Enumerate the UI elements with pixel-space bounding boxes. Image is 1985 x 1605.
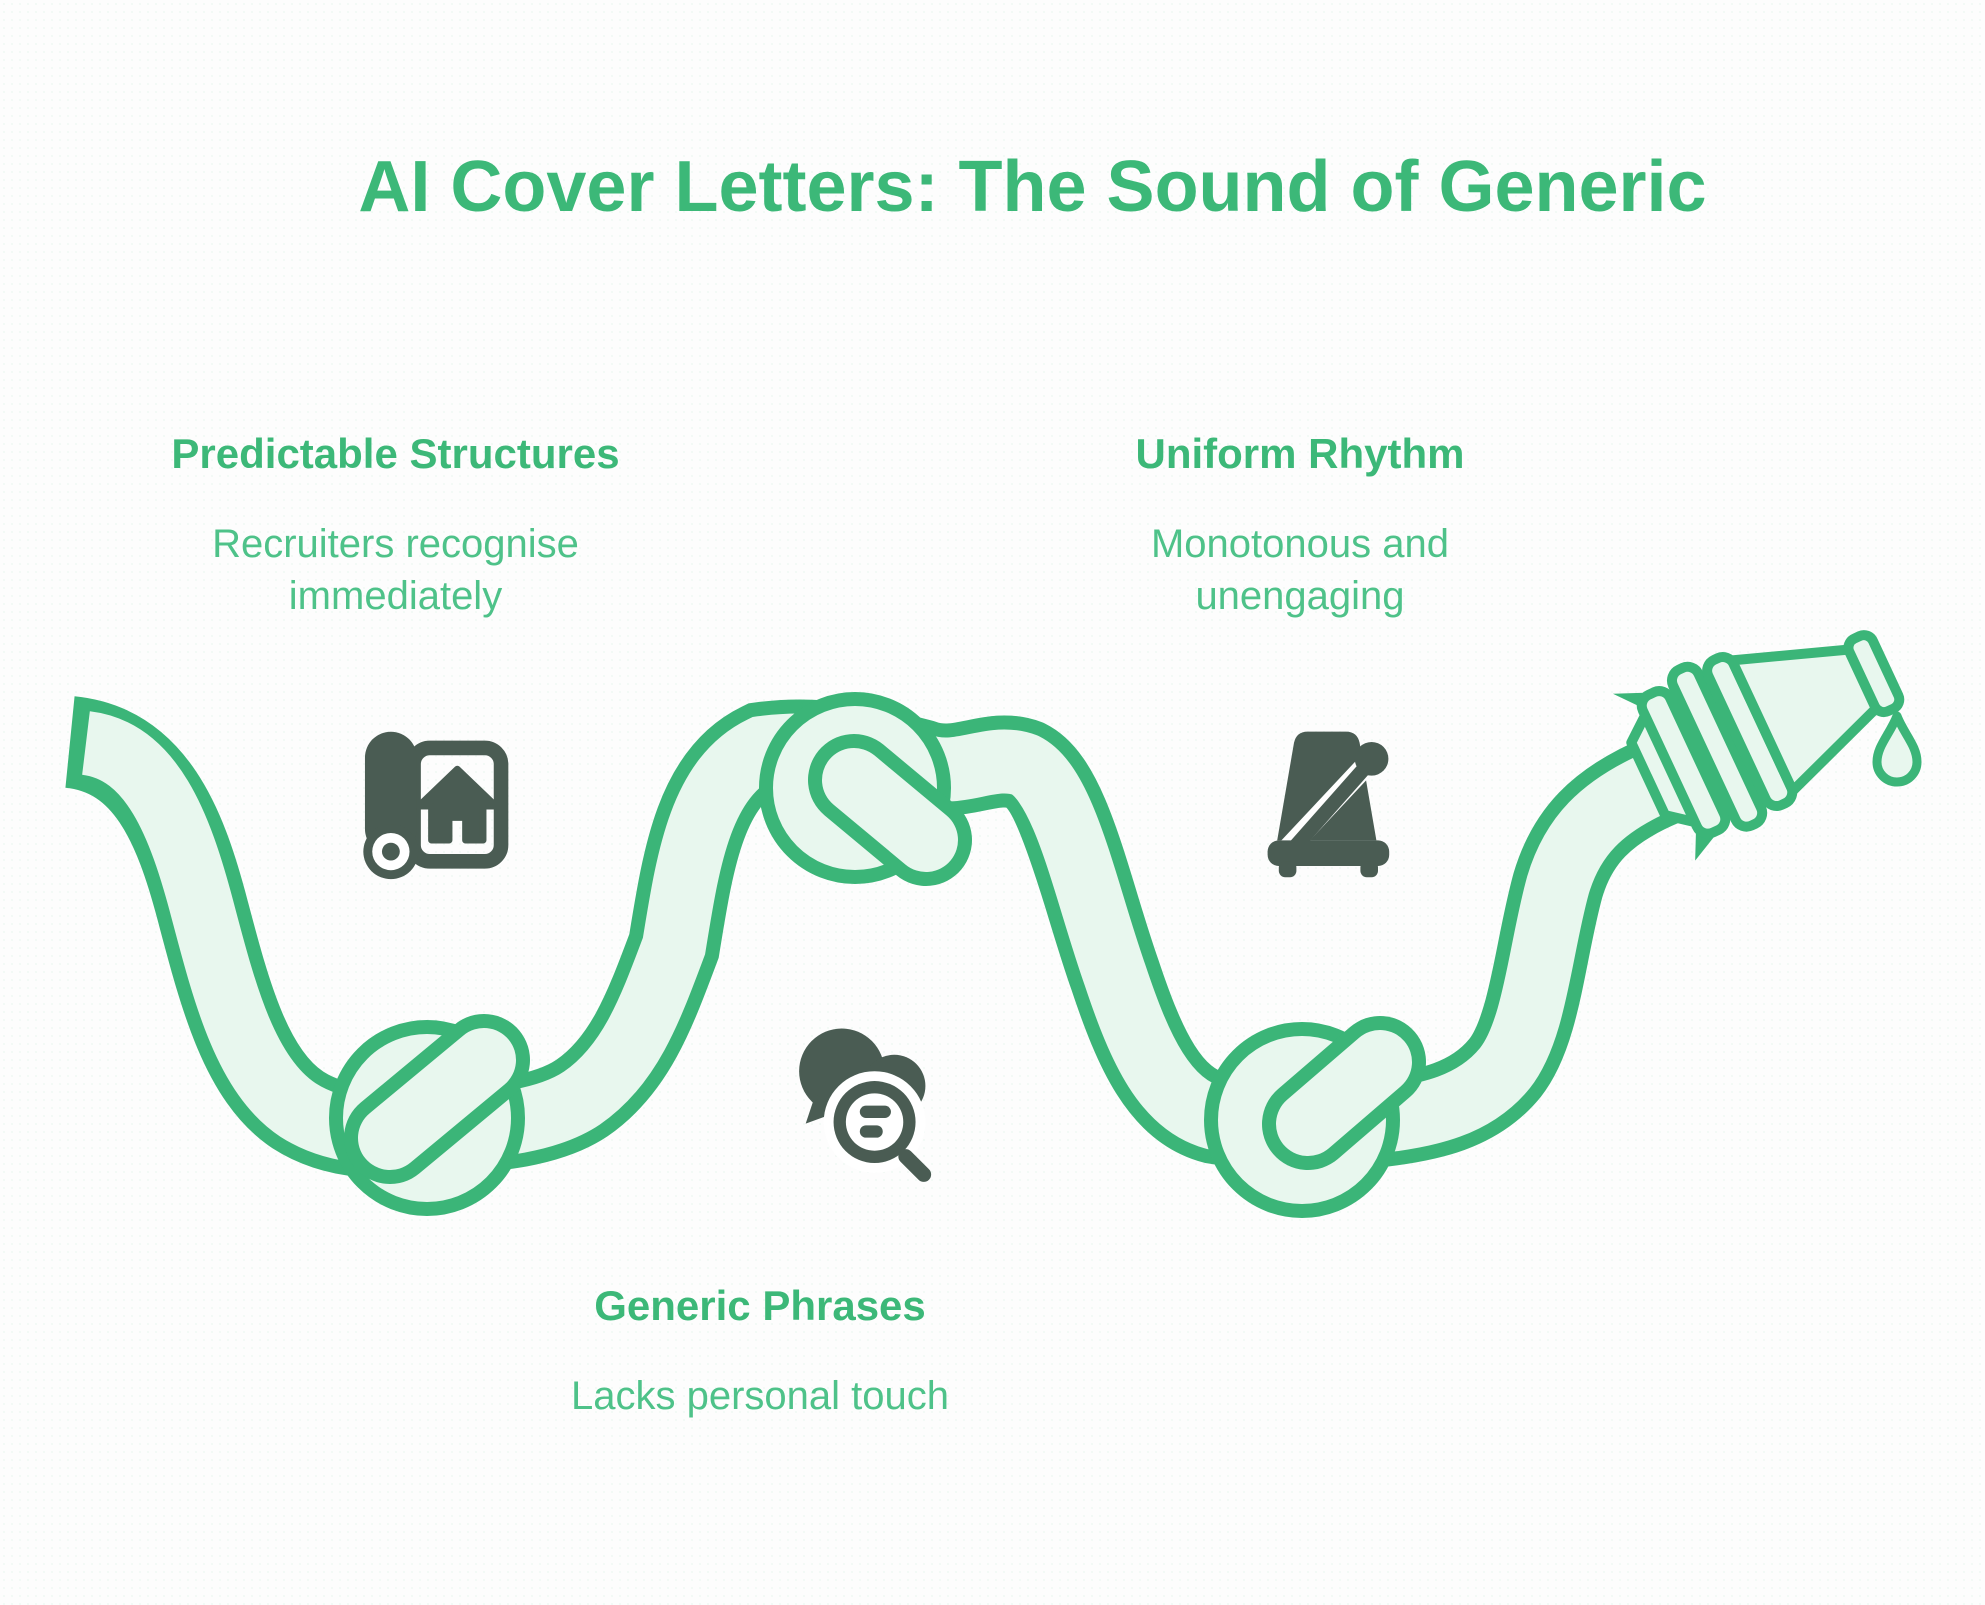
section-description: Recruiters recognise immediately xyxy=(212,522,579,619)
blueprint-icon xyxy=(352,722,514,884)
section-description: Lacks personal touch xyxy=(570,1374,949,1419)
metronome-icon xyxy=(1258,722,1418,882)
hose-nozzle xyxy=(1612,630,1905,861)
section-uniform-rhythm: Uniform Rhythm Monotonous and unengaging xyxy=(1040,430,1560,622)
speech-bubble-search-icon xyxy=(786,1016,950,1192)
section-heading: Uniform Rhythm xyxy=(1135,430,1465,477)
section-description: Monotonous and unengaging xyxy=(1150,522,1449,619)
hose-knot-3 xyxy=(1204,1016,1426,1218)
section-heading: Predictable Structures xyxy=(171,430,620,477)
section-predictable-structures: Predictable Structures Recruiters recogn… xyxy=(138,430,653,622)
section-generic-phrases: Generic Phrases Lacks personal touch xyxy=(460,1282,1060,1422)
section-heading: Generic Phrases xyxy=(594,1282,926,1329)
page-title: AI Cover Letters: The Sound of Generic xyxy=(358,147,1707,227)
hose-knot-2 xyxy=(759,692,972,886)
hose-knot-1 xyxy=(329,1014,530,1216)
water-drip xyxy=(1872,711,1922,787)
